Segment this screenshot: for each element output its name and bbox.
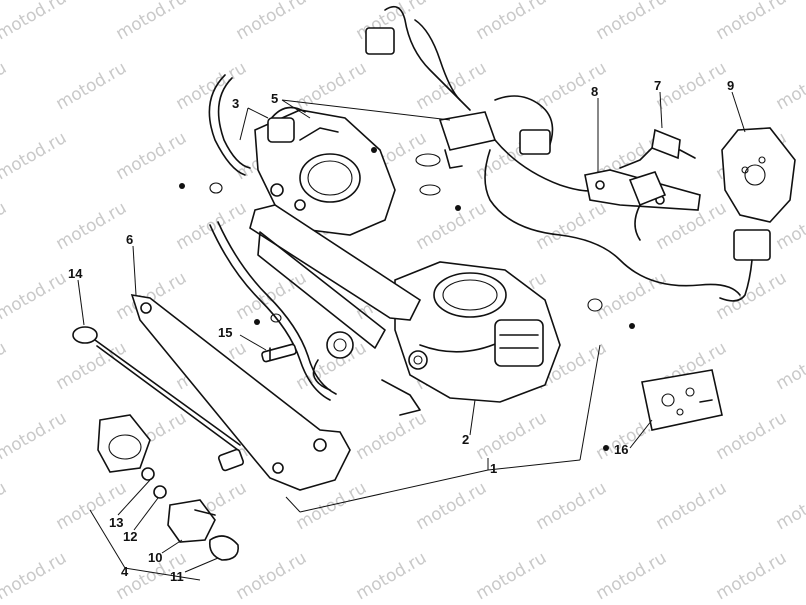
callout-10: 10 — [148, 550, 162, 565]
watermark-text: motod.ru — [473, 548, 551, 604]
bullet-marks — [179, 147, 635, 451]
callout-6: 6 — [126, 232, 133, 247]
watermark-text: motod.ru — [533, 478, 611, 534]
callout-1: 1 — [490, 461, 497, 476]
gasket-kit — [641, 369, 723, 431]
watermark-text: motod.ru — [773, 338, 806, 394]
watermark-text: motod.ru — [0, 338, 10, 394]
assembly-bracket-1 — [285, 344, 601, 513]
callout-4: 4 — [121, 564, 129, 579]
callout-15: 15 — [218, 325, 232, 340]
watermark-text: motod.ru — [593, 0, 671, 44]
watermark-text: motod.ru — [413, 478, 491, 534]
throttle-position-sensor — [721, 127, 796, 223]
callout-14: 14 — [68, 266, 83, 281]
watermark-text: motod.ru — [0, 408, 70, 464]
watermark-text: motod.ru — [593, 548, 671, 604]
watermark-text: motod.ru — [653, 58, 731, 114]
watermark-text: motod.ru — [713, 408, 791, 464]
watermark-text: motod.ru — [713, 548, 791, 604]
bolt — [261, 343, 297, 363]
idle-valve-group — [97, 414, 239, 561]
temperature-sensor — [619, 128, 696, 169]
watermark-text: motod.ru — [113, 128, 191, 184]
watermark-text: motod.ru — [0, 58, 10, 114]
watermark-text: motod.ru — [0, 198, 10, 254]
watermark-text: motod.ru — [413, 198, 491, 254]
callout-7: 7 — [654, 78, 661, 93]
watermark-text: motod.ru — [233, 0, 311, 44]
watermark-text: motod.ru — [773, 478, 806, 534]
watermark-text: motod.ru — [0, 548, 70, 604]
callout-16: 16 — [614, 442, 628, 457]
harness-plug — [628, 171, 667, 241]
watermark-text: motod.ru — [653, 478, 731, 534]
fuel-rail — [249, 204, 422, 391]
vacuum-hose — [208, 74, 251, 176]
watermark-text: motod.ru — [473, 0, 551, 44]
watermark-text: motod.ru — [0, 268, 70, 324]
watermark-text: motod.ru — [473, 408, 551, 464]
watermark-text: motod.ru — [53, 58, 131, 114]
watermark-text: motod.ru — [713, 0, 791, 44]
watermark-text: motod.ru — [233, 548, 311, 604]
top-wiring-connector — [365, 5, 471, 111]
callout-12: 12 — [123, 529, 137, 544]
watermark-text: motod.ru — [53, 338, 131, 394]
watermark-text: motod.ru — [713, 268, 791, 324]
support-bracket — [130, 293, 351, 491]
sensor-connector — [719, 229, 771, 302]
callout-8: 8 — [591, 84, 598, 99]
callout-2: 2 — [462, 432, 469, 447]
watermark-text: motod.ru — [0, 128, 70, 184]
watermark-text: motod.ru — [773, 58, 806, 114]
watermark-text: motod.ru — [353, 548, 431, 604]
watermark-text: motod.ru — [593, 268, 671, 324]
linkage-rod — [72, 326, 245, 472]
o-rings — [209, 182, 603, 323]
callout-5: 5 — [271, 91, 278, 106]
leader-lines — [77, 91, 746, 581]
watermark-text: motod.ru — [0, 478, 10, 534]
injector — [415, 111, 497, 196]
throttle-body-upper — [254, 106, 396, 236]
watermark-text: motod.ru — [0, 0, 70, 44]
callout-9: 9 — [727, 78, 734, 93]
watermark-text: motod.ru — [113, 0, 191, 44]
throttle-body-lower — [381, 261, 561, 416]
watermark-text: motod.ru — [53, 198, 131, 254]
watermark-text: motod.ru — [353, 408, 431, 464]
callout-labels: 1 2 3 4 5 6 7 8 9 10 11 12 13 14 15 16 — [68, 78, 734, 584]
callout-11: 11 — [170, 569, 184, 584]
long-hose — [209, 221, 337, 401]
callout-13: 13 — [109, 515, 123, 530]
callout-3: 3 — [232, 96, 239, 111]
